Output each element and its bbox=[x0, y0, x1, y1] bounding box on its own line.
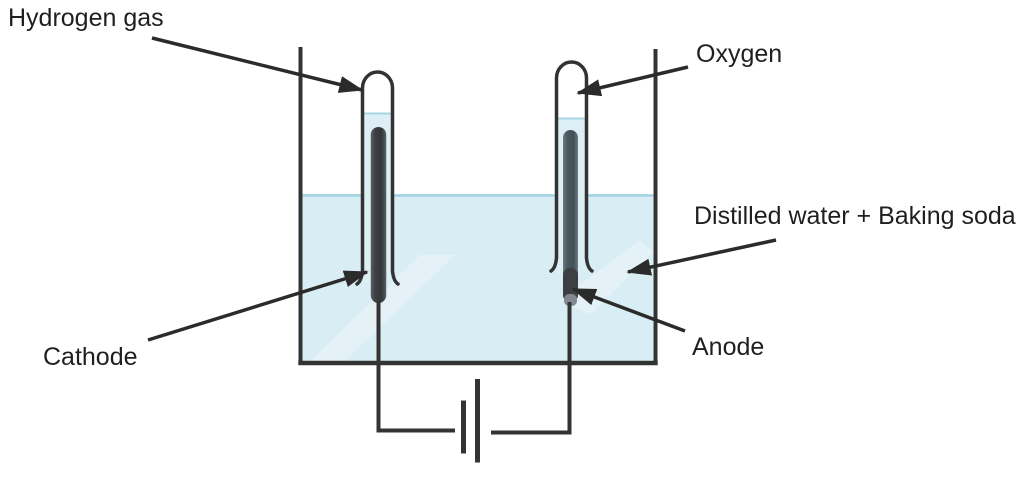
water-highlight bbox=[310, 255, 455, 361]
test-tube-oxygen bbox=[558, 117, 585, 306]
cathode-electrode bbox=[370, 127, 387, 303]
hydrogen-arrow bbox=[151, 36, 364, 93]
anode-arrow bbox=[571, 287, 686, 333]
anode-wire bbox=[491, 302, 572, 435]
oxygen-label: Oxygen bbox=[696, 40, 783, 68]
oxygen-arrow bbox=[576, 65, 689, 97]
cathode-wire bbox=[376, 302, 455, 433]
anode-electrode bbox=[563, 130, 578, 302]
beaker-solution bbox=[302, 194, 654, 362]
cathode-arrow bbox=[147, 270, 369, 342]
beaker-outline bbox=[298, 47, 658, 366]
circuit bbox=[376, 302, 572, 463]
test-tube-hydrogen bbox=[364, 112, 391, 303]
anode-label: Anode bbox=[692, 333, 765, 361]
annotation-arrows bbox=[147, 36, 777, 342]
tube-oxygen-outline bbox=[549, 60, 594, 273]
hydrogen-gas-label: Hydrogen gas bbox=[8, 4, 164, 32]
cathode-label: Cathode bbox=[43, 343, 138, 371]
solution-arrow bbox=[626, 238, 777, 276]
solution-label: Distilled water + Baking soda bbox=[694, 202, 1016, 230]
